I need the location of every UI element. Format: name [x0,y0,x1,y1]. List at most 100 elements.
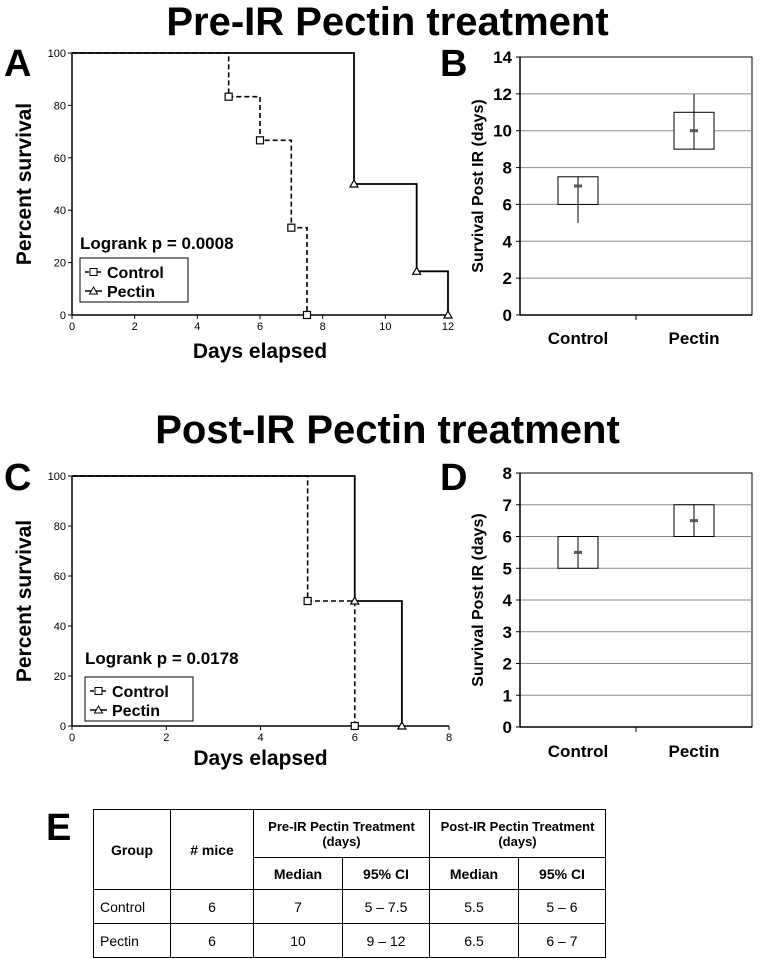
x-tick-label: 6 [352,732,358,744]
category-label: Control [548,329,608,348]
cell-group: Pectin [93,923,171,958]
y-tick-label: 6 [503,195,512,214]
y-tick-label: 100 [48,48,66,60]
x-tick-label: 6 [257,321,263,333]
marker-triangle [442,309,454,319]
y-tick-label: 0 [503,718,512,737]
legend-label: Pectin [112,703,160,720]
box [557,176,599,205]
y-tick-label: 14 [493,48,512,67]
cell-post-median: 5.5 [429,889,519,924]
summary-table: Group # mice Pre-IR Pectin Treatment (da… [93,809,606,958]
box [557,536,599,569]
plot-frame [519,56,753,316]
cell-mice: 6 [170,923,254,958]
cell-pre-ci: 9 – 12 [342,923,430,958]
y-tick-label: 2 [503,269,512,288]
category-label: Pectin [668,329,719,348]
y-tick-label: 8 [503,159,512,178]
middle-title: Post-IR Pectin treatment [155,408,620,452]
y-tick-label: 4 [503,591,513,610]
marker-square [224,92,233,101]
marker-triangle [349,595,360,605]
table-row: Pectin 6 10 9 – 12 6.5 6 – 7 [93,923,606,958]
legend-marker-triangle [88,285,99,295]
top-title: Pre-IR Pectin treatment [166,0,609,44]
y-tick-label: 7 [503,496,512,515]
x-tick-label: 8 [320,321,326,333]
legend-label: Control [112,684,169,701]
panel-letter-e: E [46,807,72,849]
x-tick-label: 8 [446,732,452,744]
marker-triangle [411,266,422,275]
x-axis-label: Days elapsed [193,340,327,363]
series-line-control [72,52,308,315]
header-pre-median: Median [253,857,343,890]
category-label: Control [548,742,608,761]
y-tick-label: 0 [60,310,66,322]
y-tick-label: 12 [493,85,512,104]
cell-post-median: 6.5 [429,923,519,958]
panel-letter-d: D [440,457,468,499]
y-tick-label: 40 [54,621,66,633]
series-line-pectin [72,475,403,726]
y-tick-label: 60 [54,153,66,165]
table-row: Control 6 7 5 – 7.5 5.5 5 – 6 [93,889,606,924]
y-tick-label: 0 [503,306,512,325]
x-tick-label: 10 [379,321,391,333]
marker-square [303,596,312,606]
y-tick-label: 2 [503,655,512,674]
x-axis-label: Days elapsed [193,747,327,770]
marker-square [287,223,296,232]
cell-group: Control [93,889,171,924]
x-tick-label: 12 [442,321,454,333]
y-tick-label: 1 [503,686,512,705]
logrank-annotation: Logrank p = 0.0008 [80,234,234,253]
header-post-median: Median [429,857,519,890]
cell-pre-median: 7 [253,889,343,924]
marker-triangle [396,720,407,730]
legend-marker-square [89,268,98,276]
y-tick-label: 8 [503,464,512,483]
x-tick-label: 0 [69,732,75,744]
cell-pre-ci: 5 – 7.5 [342,889,430,924]
y-tick-label: 100 [48,471,66,483]
marker-triangle [348,178,360,188]
legend-label: Control [107,265,164,282]
legend-marker-square [94,687,103,695]
header-mice: # mice [170,809,254,890]
y-tick-label: 3 [503,623,512,642]
y-tick-label: 80 [54,100,66,112]
header-post-ci: 95% CI [518,857,606,890]
y-tick-label: 6 [503,528,512,547]
y-axis-label: Percent survival [13,520,36,682]
y-tick-label: 80 [54,521,66,533]
x-tick-label: 2 [163,732,169,744]
y-tick-label: 20 [54,671,66,683]
legend-marker-triangle [93,704,104,714]
series-line-control [72,475,356,726]
marker-square [255,136,265,145]
cell-post-ci: 5 – 6 [518,889,606,924]
panel-letter-c: C [4,457,32,499]
marker-square [302,310,312,320]
panel-letter-a: A [4,43,32,85]
y-axis-label: Survival Post IR (days) [470,513,487,686]
header-group: Group [93,809,171,890]
legend-label: Pectin [107,284,155,301]
x-tick-label: 4 [257,732,263,744]
y-axis-label: Survival Post IR (days) [470,99,487,272]
y-tick-label: 10 [493,122,512,141]
x-tick-label: 4 [194,321,200,333]
y-tick-label: 60 [54,571,66,583]
plot-frame [519,472,753,728]
header-post: Post-IR Pectin Treatment (days) [429,809,606,858]
box [673,111,715,150]
y-axis-label: Percent survival [13,103,36,265]
x-tick-label: 2 [132,321,138,333]
panel-letter-b: B [440,43,468,85]
header-pre: Pre-IR Pectin Treatment (days) [253,809,430,858]
cell-pre-median: 10 [253,923,343,958]
legend-box [84,676,194,722]
marker-square [350,721,359,731]
